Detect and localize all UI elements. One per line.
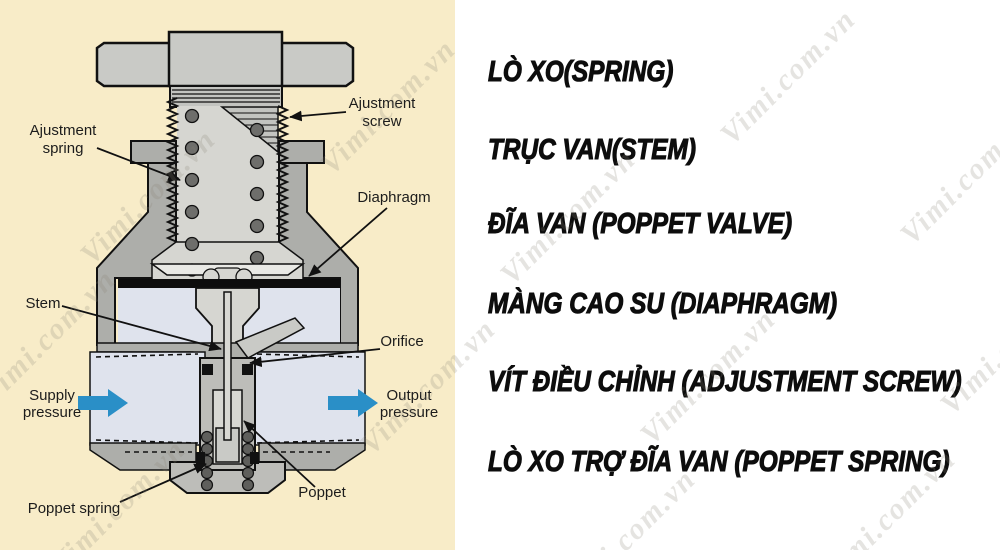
legend-item-stem: TRỤC VAN(STEM) bbox=[488, 133, 697, 166]
legend-panel: LÒ XO(SPRING) TRỤC VAN(STEM) ĐĨA VAN (PO… bbox=[455, 0, 1000, 550]
leader-lines bbox=[61, 110, 388, 503]
label-poppet-spring: Poppet spring bbox=[28, 500, 121, 517]
legend-item-poppet-spring: LÒ XO TRỢ ĐĨA VAN (POPPET SPRING) bbox=[488, 445, 951, 478]
label-adjustment-screw-line2: screw bbox=[362, 113, 401, 130]
label-adjustment-spring: Ajustment bbox=[30, 122, 98, 139]
valve-diagram: Ajustment spring Ajustment screw Diaphra… bbox=[0, 0, 455, 550]
valve-handle bbox=[95, 30, 355, 88]
label-diaphragm: Diaphragm bbox=[357, 189, 430, 206]
label-output-pressure: Output bbox=[386, 387, 432, 404]
label-output-pressure-line2: pressure bbox=[380, 404, 438, 421]
legend-item-adjustment-screw: VÍT ĐIỀU CHỈNH (ADJUSTMENT SCREW) bbox=[488, 365, 963, 398]
output-arrow-icon bbox=[328, 389, 378, 417]
label-poppet: Poppet bbox=[298, 484, 346, 501]
orifice-plate bbox=[234, 317, 306, 359]
supply-arrow-icon bbox=[78, 389, 128, 417]
label-stem: Stem bbox=[25, 295, 60, 312]
label-adjustment-spring-line2: spring bbox=[43, 140, 84, 157]
diaphragm-seal bbox=[118, 279, 340, 288]
legend-item-spring: LÒ XO(SPRING) bbox=[488, 55, 674, 88]
label-supply-pressure-line2: pressure bbox=[23, 404, 81, 421]
label-adjustment-screw: Ajustment bbox=[349, 95, 417, 112]
diagram-panel: Ajustment spring Ajustment screw Diaphra… bbox=[0, 0, 455, 550]
adjustment-screw-collar bbox=[169, 85, 283, 108]
stem-rod bbox=[223, 291, 232, 441]
legend-item-poppet-valve: ĐĨA VAN (POPPET VALVE) bbox=[488, 207, 793, 240]
gasket-dashes bbox=[95, 353, 360, 453]
label-supply-pressure: Supply bbox=[29, 387, 75, 404]
label-orifice: Orifice bbox=[380, 333, 423, 350]
legend-item-diaphragm: MÀNG CAO SU (DIAPHRAGM) bbox=[488, 287, 838, 320]
